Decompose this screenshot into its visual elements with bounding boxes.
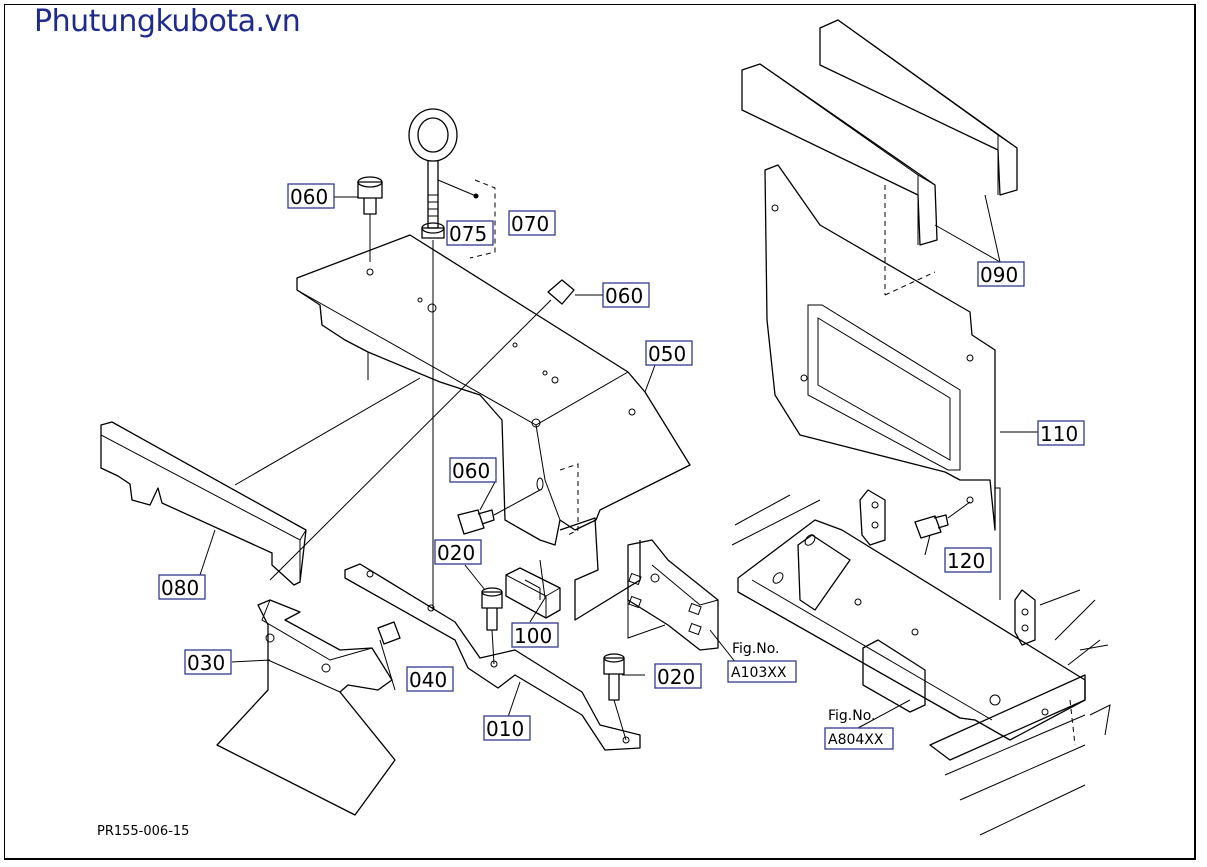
svg-text:100: 100 [514, 624, 552, 648]
drawing-code: PR155-006-15 [97, 824, 190, 839]
label-020-right: 020 [654, 663, 702, 689]
rubber-block-100 [505, 567, 561, 619]
label-020-middle: 020 [434, 539, 482, 565]
bolt-060-middle [457, 489, 541, 535]
drawing-frame [4, 4, 1196, 860]
svg-text:060: 060 [452, 459, 490, 483]
bolt-060-right [269, 279, 575, 581]
label-110: 110 [1037, 420, 1085, 446]
label-120: 120 [944, 547, 992, 573]
label-100: 100 [511, 622, 559, 648]
svg-text:080: 080 [161, 576, 199, 600]
label-060-middle: 060 [449, 457, 497, 483]
site-watermark: Phutungkubota.vn [34, 4, 301, 39]
svg-text:070: 070 [511, 212, 549, 236]
svg-text:110: 110 [1040, 422, 1078, 446]
svg-text:Fig.No.: Fig.No. [828, 708, 876, 724]
svg-text:A103XX: A103XX [731, 665, 787, 681]
label-030: 030 [184, 649, 232, 675]
label-070: 070 [508, 210, 556, 236]
label-075: 075 [446, 220, 494, 246]
svg-text:075: 075 [449, 222, 487, 246]
svg-text:A804XX: A804XX [828, 732, 884, 748]
label-080: 080 [158, 574, 206, 600]
eye-bolt-070 [408, 108, 496, 610]
svg-text:010: 010 [486, 717, 524, 741]
bolt-020-middle [481, 587, 503, 665]
svg-text:050: 050 [648, 342, 686, 366]
svg-text:090: 090 [980, 263, 1018, 287]
svg-text:040: 040 [409, 668, 447, 692]
rubber-strip-080 [100, 421, 307, 586]
svg-text:060: 060 [605, 284, 643, 308]
bolt-020-right [603, 653, 627, 741]
svg-text:120: 120 [947, 549, 985, 573]
frame-a804xx [731, 489, 1111, 836]
svg-text:060: 060 [290, 185, 328, 209]
side-panel-110 [764, 164, 1001, 600]
svg-text:020: 020 [657, 665, 695, 689]
nut-075 [421, 222, 445, 239]
label-010: 010 [483, 715, 531, 741]
bolt-060-top [357, 176, 383, 262]
svg-text:020: 020 [437, 541, 475, 565]
fig-ref-a103xx: Fig.No. A103XX [727, 641, 797, 683]
foam-strips-090 [741, 19, 1018, 296]
fig-ref-a804xx: Fig.No. A804XX [824, 708, 894, 750]
lower-panel-030 [216, 599, 396, 816]
leader-lines [199, 194, 1038, 729]
bolt-040 [377, 621, 401, 691]
bolt-120 [914, 501, 971, 539]
label-050: 050 [645, 340, 693, 366]
label-060-right: 060 [602, 282, 650, 308]
label-060-top: 060 [287, 183, 335, 209]
bracket-010 [344, 563, 641, 751]
svg-text:Fig.No.: Fig.No. [732, 641, 780, 657]
label-040: 040 [406, 666, 454, 692]
svg-text:030: 030 [187, 651, 225, 675]
label-090: 090 [977, 261, 1025, 287]
bracket-a103xx [627, 539, 719, 651]
